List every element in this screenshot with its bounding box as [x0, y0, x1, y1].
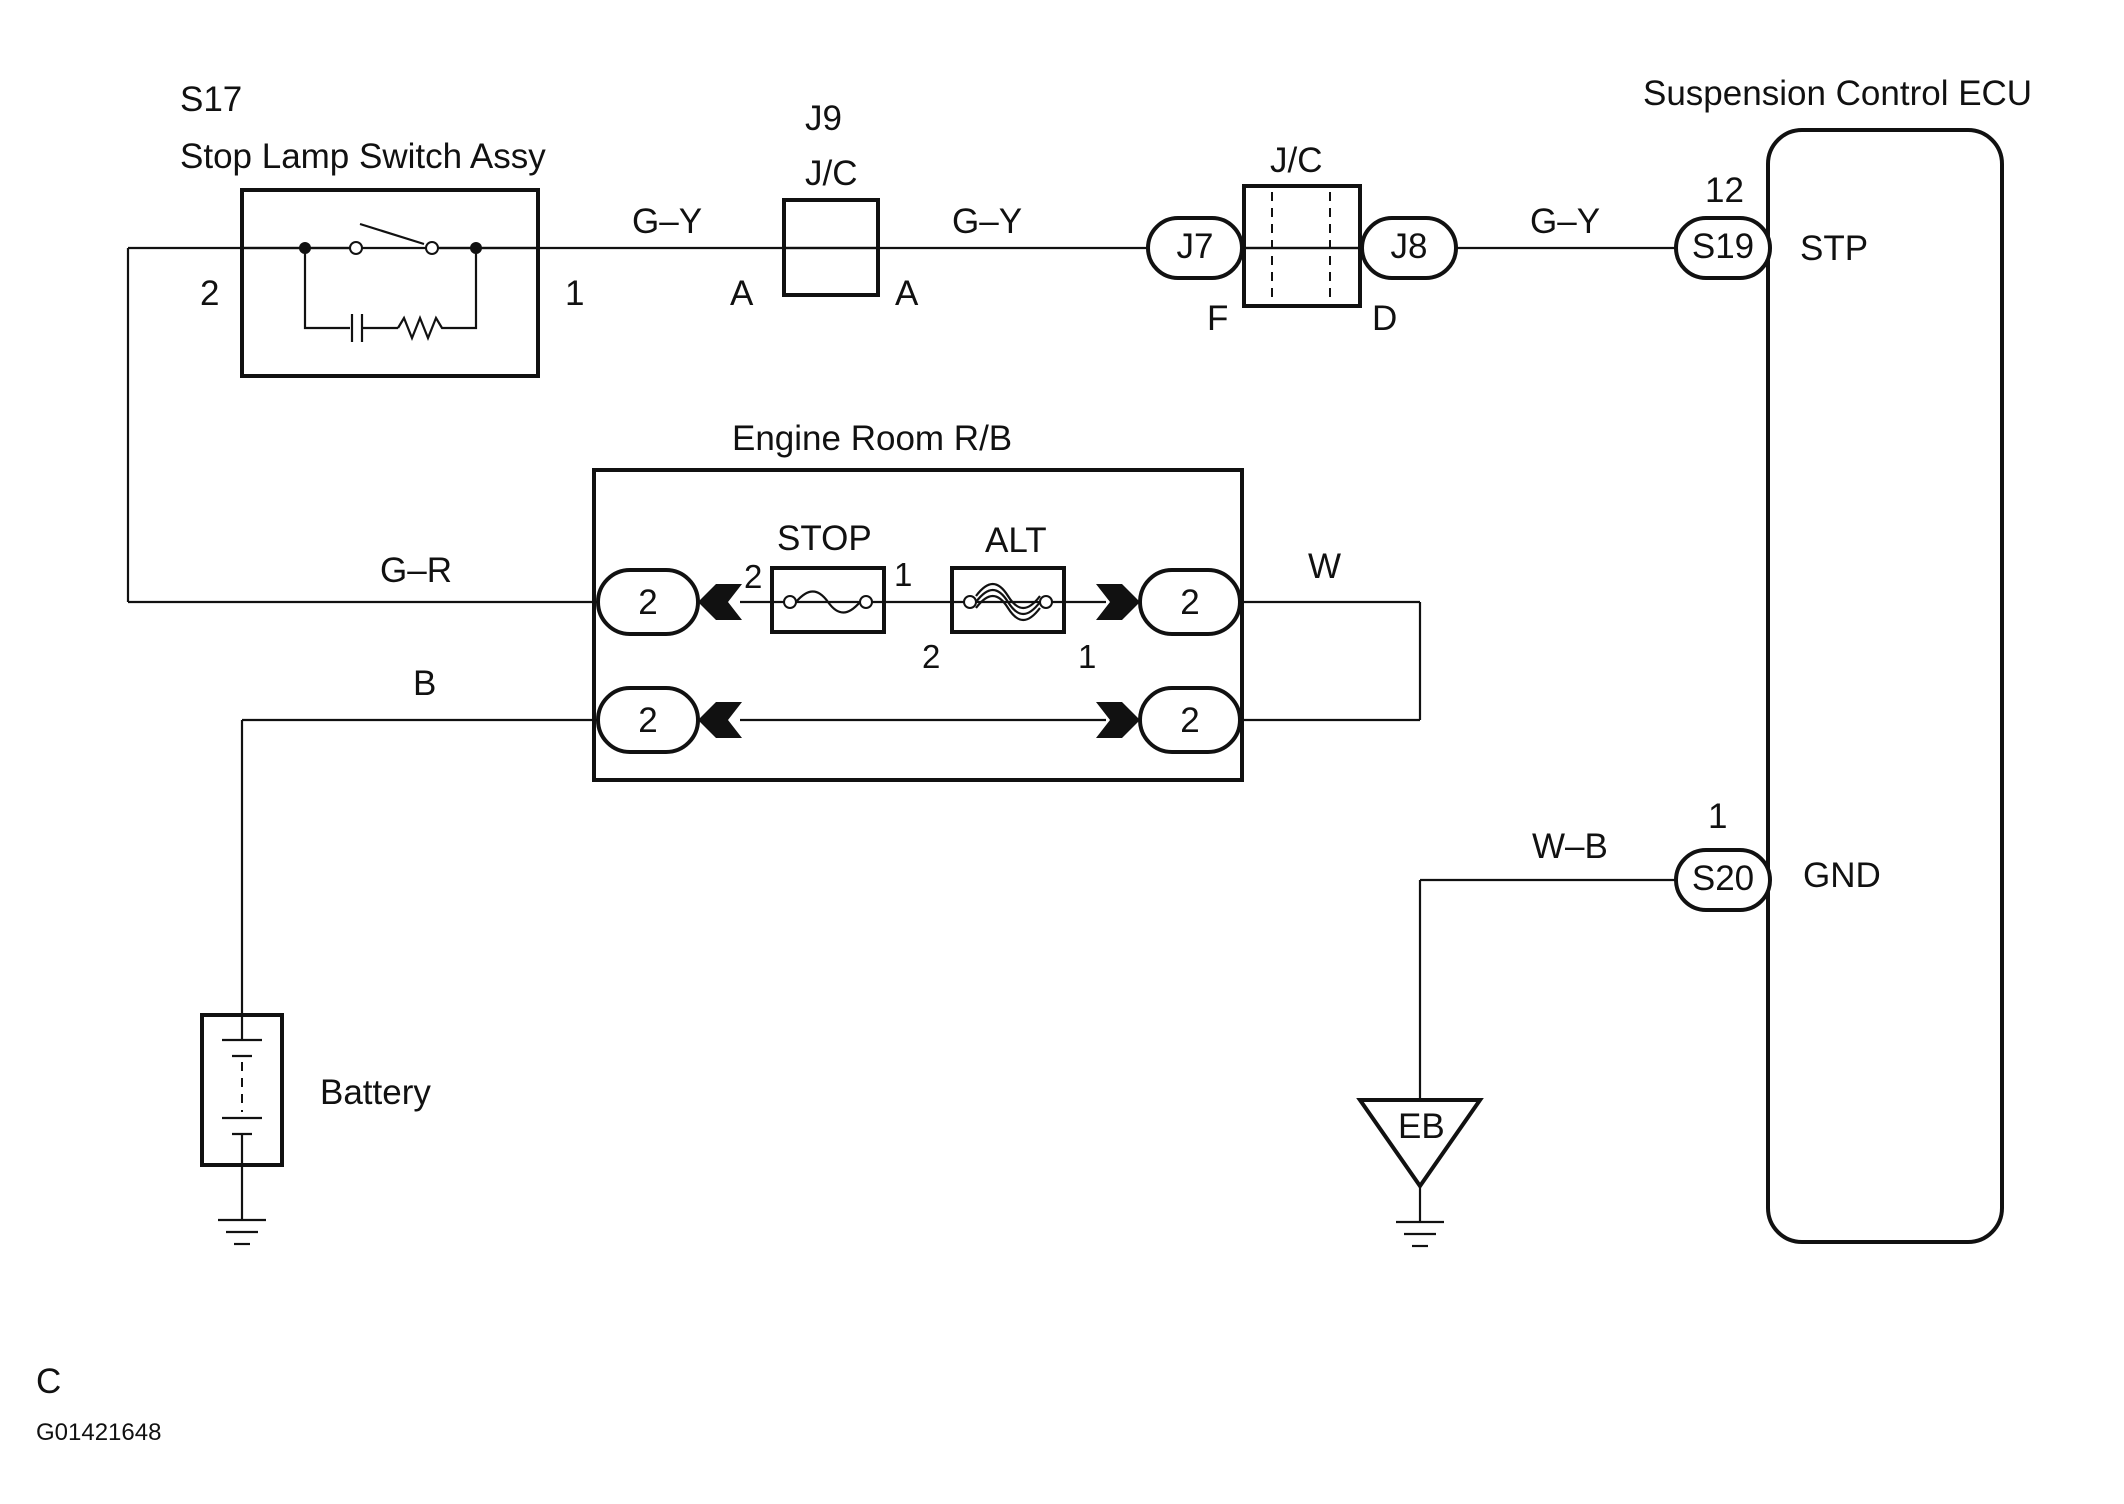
- junction-j9: J9 J/C A A: [730, 99, 919, 313]
- fuse-alt-icon-2: [975, 582, 1041, 610]
- fuse-alt-label: ALT: [985, 521, 1047, 560]
- connector-j8: [1360, 216, 1458, 280]
- junction-j9-name: J/C: [805, 154, 858, 193]
- rb-connector-bottom-left-pin: 2: [638, 701, 657, 740]
- connector-j7-label: J7: [1177, 227, 1214, 266]
- connector-s19: [1674, 216, 1772, 280]
- wire-label-gy-1: G–Y: [632, 202, 702, 241]
- junction-j9-pin-right: A: [895, 274, 919, 313]
- fuse-alt-pin-left: 2: [922, 638, 940, 675]
- wire-label-gr: G–R: [380, 551, 452, 590]
- fuse-stop-terminal-right: [859, 595, 873, 609]
- junction-j9-code: J9: [805, 99, 842, 138]
- fuse-stop-box: [770, 566, 886, 634]
- rb-terminal-chevron-bottom-right: [1096, 702, 1140, 738]
- engine-room-rb-box: [592, 468, 1244, 782]
- stop-lamp-switch-pin-left: 2: [200, 274, 219, 313]
- ecu-gnd-pin: 1: [1708, 797, 1727, 836]
- fuse-stop-terminal-left: [783, 595, 797, 609]
- junction-right-pin-right: D: [1372, 299, 1397, 338]
- connector-s20: [1674, 848, 1772, 912]
- rb-terminal-chevron-top-left: [698, 584, 742, 620]
- switch-contact-right: [425, 241, 439, 255]
- battery: Battery: [200, 1013, 431, 1220]
- junction-right-box: [1242, 184, 1362, 308]
- stop-lamp-switch-code: S17: [180, 80, 242, 119]
- stop-lamp-switch-name: Stop Lamp Switch Assy: [180, 137, 546, 176]
- rb-connector-top-right-pin: 2: [1180, 583, 1199, 622]
- fuse-alt-box: [950, 566, 1066, 634]
- ecu-stp-pin: 12: [1705, 171, 1744, 210]
- rb-terminal-chevron-bottom-left: [698, 702, 742, 738]
- connector-s20-label: S20: [1692, 859, 1754, 898]
- battery-label: Battery: [320, 1073, 431, 1112]
- section-letter: C: [36, 1362, 61, 1401]
- connector-j7: [1146, 216, 1244, 280]
- ecu-name: Suspension Control ECU: [1643, 74, 2032, 113]
- wire-label-w: W: [1308, 547, 1341, 586]
- stop-lamp-switch-box: [240, 188, 540, 378]
- stop-lamp-switch-pin-right: 1: [565, 274, 584, 313]
- suspension-control-ecu: Suspension Control ECU 12 S19 STP 1 S20 …: [1643, 74, 2032, 1244]
- switch-lever: [359, 222, 425, 246]
- ecu-stp-terminal: STP: [1800, 229, 1868, 268]
- fuse-stop-icon: [795, 590, 861, 614]
- fuse-alt-terminal-left: [963, 595, 977, 609]
- junction-right: J/C J7 J8 F D: [1146, 141, 1458, 338]
- ground-eb: EB: [1356, 1098, 1484, 1248]
- rb-terminal-chevron-top-right: [1096, 584, 1140, 620]
- switch-contact-left: [349, 241, 363, 255]
- wire-label-gy-3: G–Y: [1530, 202, 1600, 241]
- rb-connector-bottom-right-pin: 2: [1180, 701, 1199, 740]
- junction-right-name: J/C: [1270, 141, 1323, 180]
- wire-label-gy-2: G–Y: [952, 202, 1022, 241]
- wire-label-wb: W–B: [1532, 827, 1608, 866]
- ground-eb-triangle: [1356, 1098, 1484, 1190]
- ecu-gnd-terminal: GND: [1803, 856, 1881, 895]
- stop-lamp-switch: S17 Stop Lamp Switch Assy 2 1: [180, 80, 584, 378]
- connector-s19-label: S19: [1692, 227, 1754, 266]
- rb-connector-top-left-pin: 2: [638, 583, 657, 622]
- engine-room-rb: Engine Room R/B 2 2 2 2 STOP 2 1 ALT: [592, 419, 1244, 782]
- figure-id: G01421648: [36, 1419, 161, 1446]
- fuse-alt-icon-1: [975, 588, 1041, 616]
- ground-eb-label: EB: [1398, 1107, 1445, 1146]
- junction-j9-pin-left: A: [730, 274, 754, 313]
- junction-right-pin-left: F: [1207, 299, 1228, 338]
- fuse-alt-terminal-right: [1039, 595, 1053, 609]
- wire-label-b: B: [413, 664, 436, 703]
- ecu-box: [1766, 128, 2004, 1244]
- ground-icon-battery: [218, 1218, 266, 1246]
- switch-bypass-wire: [303, 248, 350, 330]
- fuse-stop-label: STOP: [777, 519, 872, 558]
- fuse-alt-pin-right: 1: [1078, 638, 1096, 675]
- resistor-icon: [397, 315, 458, 341]
- fuse-alt-icon-3: [975, 594, 1041, 622]
- connector-j8-label: J8: [1391, 227, 1428, 266]
- fuse-stop-pin-left: 2: [744, 558, 762, 595]
- fuse-stop-pin-right: 1: [894, 556, 912, 593]
- switch-bypass-return: [458, 248, 478, 330]
- engine-room-rb-name: Engine Room R/B: [732, 419, 1012, 458]
